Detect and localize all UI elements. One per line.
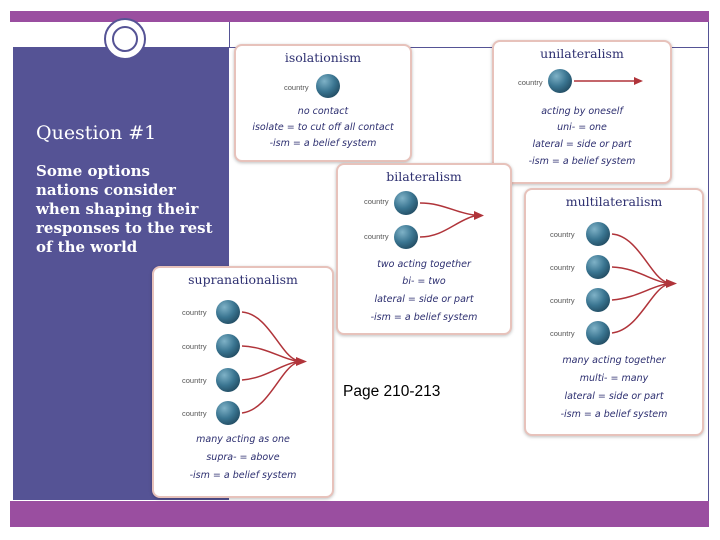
country-sphere-icon (548, 69, 572, 93)
definition-line: -ism = a belief system (189, 470, 297, 481)
definition-line: lateral = side or part (564, 391, 664, 402)
card-supranationalism: supranationalism country country country… (152, 266, 334, 498)
definition-line: -ism = a belief system (269, 138, 377, 149)
country-sphere-icon (394, 225, 418, 249)
card-title: isolationism (284, 50, 362, 65)
definition-line: isolate = to cut off all contact (252, 122, 394, 133)
card-multilateralism: multilateralism country country country … (524, 188, 704, 436)
country-sphere-icon (216, 401, 240, 425)
country-sphere-icon (216, 300, 240, 324)
logo-circle-icon (104, 18, 146, 60)
definition-line: no contact (297, 106, 349, 117)
definition-line: lateral = side or part (532, 139, 632, 150)
question-body: Some options nations consider when shapi… (36, 162, 213, 256)
card-bilateralism: bilateralism country country two acting … (336, 163, 512, 335)
country-label: country (182, 342, 207, 351)
frame-line-right (708, 22, 709, 501)
country-sphere-icon (394, 191, 418, 215)
frame-line-vertical (229, 22, 230, 48)
arrow-icon (574, 77, 643, 85)
definition-line: two acting together (377, 259, 471, 270)
definition-line: uni- = one (557, 122, 607, 133)
definition-line: acting by oneself (541, 106, 623, 117)
definition-line: -ism = a belief system (560, 409, 668, 420)
country-label: country (364, 197, 389, 206)
card-title: bilateralism (386, 169, 462, 184)
top-accent-bar (10, 11, 709, 22)
question-title: Question #1 (36, 122, 157, 144)
definition-line: lateral = side or part (374, 294, 474, 305)
converging-arrows-icon (419, 202, 484, 238)
country-label: country (182, 409, 207, 418)
country-label: country (518, 78, 543, 87)
country-label: country (364, 232, 389, 241)
logo-inner-ring (112, 26, 138, 52)
country-label: country (550, 296, 575, 305)
country-sphere-icon (586, 255, 610, 279)
country-label: country (284, 83, 309, 92)
country-label: country (182, 308, 207, 317)
definition-line: supra- = above (206, 452, 280, 463)
country-sphere-icon (216, 334, 240, 358)
card-unilateralism: unilateralism country acting by oneself … (492, 40, 672, 184)
definition-line: -ism = a belief system (528, 156, 636, 167)
definition-line: -ism = a belief system (370, 312, 478, 323)
country-sphere-icon (586, 222, 610, 246)
country-label: country (550, 263, 575, 272)
converging-arrows-icon (241, 311, 307, 414)
definition-line: multi- = many (579, 373, 649, 384)
country-sphere-icon (216, 368, 240, 392)
card-title: supranationalism (188, 272, 298, 287)
country-label: country (550, 230, 575, 239)
converging-arrows-icon (611, 233, 677, 334)
card-title: unilateralism (540, 46, 624, 61)
country-sphere-icon (316, 74, 340, 98)
definition-line: many acting as one (196, 434, 290, 445)
definition-line: many acting together (562, 355, 666, 366)
country-label: country (550, 329, 575, 338)
country-sphere-icon (586, 321, 610, 345)
card-title: multilateralism (565, 194, 663, 209)
country-label: country (182, 376, 207, 385)
country-sphere-icon (586, 288, 610, 312)
page-reference: Page 210-213 (343, 383, 441, 400)
definition-line: bi- = two (402, 276, 446, 287)
bottom-accent-bar (10, 501, 709, 527)
card-isolationism: isolationism country no contact isolate … (234, 44, 412, 162)
